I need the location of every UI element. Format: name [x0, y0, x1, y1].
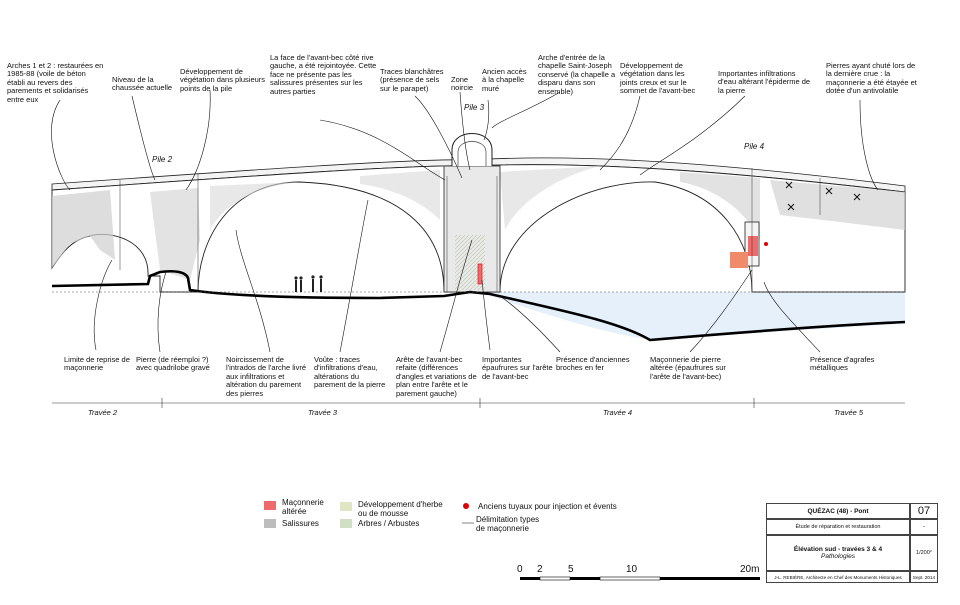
title-block-date: Sept. 2014 — [910, 571, 938, 583]
scale-label-10: 10 — [626, 564, 638, 575]
annotation-epaufrures: Importantes épaufrures sur l'arête de l'… — [482, 355, 553, 381]
annotation-maconnerie-alteree: Maçonnerie de pierre altérée (épaufrures… — [650, 355, 726, 381]
ground-line — [51, 269, 906, 342]
annotation-vegetation-pile: Développement de végétation dans plusieu… — [180, 67, 266, 93]
river-water — [490, 292, 905, 340]
pile-3-label: Pile 3 — [464, 103, 485, 112]
annotation-limite-reprise: Limite de reprise de maçonnerie — [64, 355, 130, 373]
annotation-voute: Voûte : traces d'infiltrations d'eau, al… — [314, 355, 386, 390]
travee-5-label: Travée 5 — [834, 408, 864, 417]
legend-dot-tuyaux — [463, 503, 469, 509]
annotation-arete-refaite: Arête de l'avant-bec refaite (différence… — [396, 355, 477, 398]
annotation-pierres-chute: Pierres ayant chuté lors de la dernière … — [826, 61, 917, 96]
title-block: QUÉZAC (48) - Pont 07 Étude de réparatio… — [766, 503, 938, 583]
title-block-title-cell: Élévation sud - travées 3 & 4 Pathologie… — [766, 535, 910, 571]
legend-salissures: Salissures — [264, 519, 319, 528]
travee-2-label: Travée 2 — [88, 408, 118, 417]
legend-herbe: Développement d'herbe ou de mousse — [340, 500, 443, 518]
title-block-subtitle: Pathologies — [821, 553, 855, 560]
title-block-study: Étude de réparation et restauration — [766, 519, 910, 535]
title-block-sheet: 07 — [910, 503, 938, 519]
title-block-project: QUÉZAC (48) - Pont — [766, 503, 910, 519]
legend-tuyaux: Anciens tuyaux pour injection et évents — [460, 502, 617, 511]
chapel-arch — [451, 133, 493, 166]
annotation-face-avantbec: La face de l'avant-bec côté rive gauche,… — [270, 53, 377, 96]
title-block-scale: 1/200° — [910, 535, 938, 571]
annotation-agrafes: Présence d'agrafes métalliques — [810, 355, 875, 373]
salissures-zone — [770, 180, 905, 230]
annotation-vegetation-joints: Développement de végétation dans les joi… — [620, 61, 696, 96]
annotation-traces-blanchatres: Traces blanchâtres (présence de sels sur… — [380, 67, 444, 93]
tuyaux-marker — [477, 263, 483, 285]
legend-swatch-arbres — [340, 519, 352, 528]
annotation-ancien-acces: Ancien accès à la chapelle muré — [482, 67, 527, 93]
salissures-zone — [52, 190, 115, 268]
annotation-zone-noircie: Zone noircie — [451, 75, 474, 93]
salissures-zone — [680, 172, 760, 240]
salissures-zone — [360, 170, 440, 220]
title-block-dash: - — [910, 519, 938, 535]
travee-4-label: Travée 4 — [603, 408, 633, 417]
legend-arbres: Arbres / Arbustes — [340, 519, 419, 528]
legend-delimitation: Délimitation types de maçonnerie — [476, 515, 540, 533]
scale-label-20m: 20m — [740, 564, 760, 575]
salissures-zone — [500, 166, 600, 230]
legend-swatch-salissures — [264, 519, 276, 528]
travee-3-label: Travée 3 — [308, 408, 338, 417]
title-block-author: J-L. REBIÈRE, Architecte en Chef des Mon… — [766, 571, 910, 583]
title-block-title: Élévation sud - travées 3 & 4 — [793, 546, 883, 553]
annotation-noircissement: Noircissement de l'intrados de l'arche l… — [226, 355, 306, 398]
legend-swatch-herbe — [340, 502, 352, 511]
annotation-arche-entree: Arche d'entrée de la chapelle Saint-Jose… — [538, 53, 616, 96]
scale-label-2: 2 — [537, 564, 543, 575]
annotation-broches: Présence d'anciennes broches en fer — [556, 355, 630, 373]
pile-2-label: Pile 2 — [152, 155, 173, 164]
annotation-arches: Arches 1 et 2 : restaurées en 1985-88 (v… — [7, 61, 104, 104]
legend-maconnerie-alteree: Maçonnerie altérée — [264, 498, 324, 516]
salissures-zone — [210, 182, 300, 230]
annotation-chaussee: Niveau de la chaussée actuelle — [112, 75, 173, 93]
pile-4-label: Pile 4 — [744, 142, 765, 151]
annotation-pierre-remploi: Pierre (de réemploi ?) avec quadrilobe g… — [136, 355, 210, 373]
scale-label-0: 0 — [517, 564, 523, 575]
salissures-zone — [150, 188, 200, 280]
scale-label-5: 5 — [568, 564, 574, 575]
legend-swatch-alteree — [264, 501, 276, 510]
annotation-infiltrations: Importantes infiltrations d'eau altérant… — [718, 69, 811, 95]
scale-bar — [520, 576, 760, 581]
